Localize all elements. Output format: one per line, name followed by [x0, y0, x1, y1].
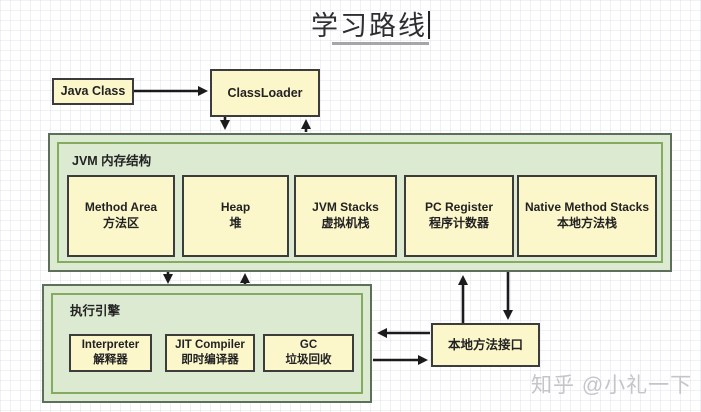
node-jvm-stacks[interactable]: JVM Stacks 虚拟机栈 — [294, 175, 397, 257]
node-interpreter[interactable]: Interpreter 解释器 — [69, 334, 152, 372]
node-gc-label-zh: 垃圾回收 — [285, 354, 332, 366]
node-method-area-label-en: Method Area — [84, 200, 158, 215]
container-execution-engine[interactable]: 执行引擎 Interpreter 解释器 JIT Compiler 即时编译器 … — [42, 284, 372, 403]
node-jit-compiler-label-zh: 即时编译器 — [181, 354, 239, 366]
node-pc-register-label-en: PC Register — [424, 200, 494, 215]
container-jvm-memory-label: JVM 内存结构 — [72, 154, 152, 168]
text-cursor — [428, 11, 430, 39]
node-jvm-stacks-label-en: JVM Stacks — [312, 200, 379, 215]
node-native-method-stacks-label-zh: 本地方法栈 — [556, 216, 617, 230]
node-pc-register-label-zh: 程序计数器 — [428, 216, 489, 230]
node-heap-label-en: Heap — [220, 200, 251, 215]
node-heap-label-zh: 堆 — [229, 216, 242, 230]
node-classloader-label: ClassLoader — [227, 85, 303, 100]
node-gc[interactable]: GC 垃圾回收 — [263, 334, 354, 372]
container-execution-engine-label: 执行引擎 — [70, 304, 121, 318]
node-native-method-stacks-label-en: Native Method Stacks — [524, 200, 650, 215]
node-java-class-label: Java Class — [60, 84, 126, 99]
node-heap[interactable]: Heap 堆 — [182, 175, 289, 257]
node-native-method-stacks[interactable]: Native Method Stacks 本地方法栈 — [517, 175, 657, 257]
page-title: 学习路线 — [311, 11, 427, 41]
node-classloader[interactable]: ClassLoader — [210, 69, 320, 117]
node-interpreter-label-en: Interpreter — [81, 339, 140, 352]
container-jvm-memory[interactable]: JVM 内存结构 Method Area 方法区 Heap 堆 JVM Stac… — [48, 133, 672, 272]
node-jvm-stacks-label-zh: 虚拟机栈 — [321, 216, 370, 230]
node-gc-label-en: GC — [299, 339, 318, 352]
node-method-area[interactable]: Method Area 方法区 — [67, 175, 175, 257]
watermark: 知乎 @小礼一下 — [531, 374, 693, 397]
node-java-class[interactable]: Java Class — [52, 78, 134, 105]
diagram-title[interactable]: 学习路线 — [311, 4, 430, 46]
node-native-interface[interactable]: 本地方法接口 — [431, 323, 540, 367]
node-interpreter-label-zh: 解释器 — [93, 354, 128, 366]
node-jit-compiler[interactable]: JIT Compiler 即时编译器 — [165, 334, 255, 372]
title-underline — [332, 42, 429, 45]
node-method-area-label-zh: 方法区 — [102, 216, 139, 230]
node-jit-compiler-label-en: JIT Compiler — [175, 339, 245, 352]
node-native-interface-label: 本地方法接口 — [447, 337, 523, 352]
node-pc-register[interactable]: PC Register 程序计数器 — [404, 175, 514, 257]
